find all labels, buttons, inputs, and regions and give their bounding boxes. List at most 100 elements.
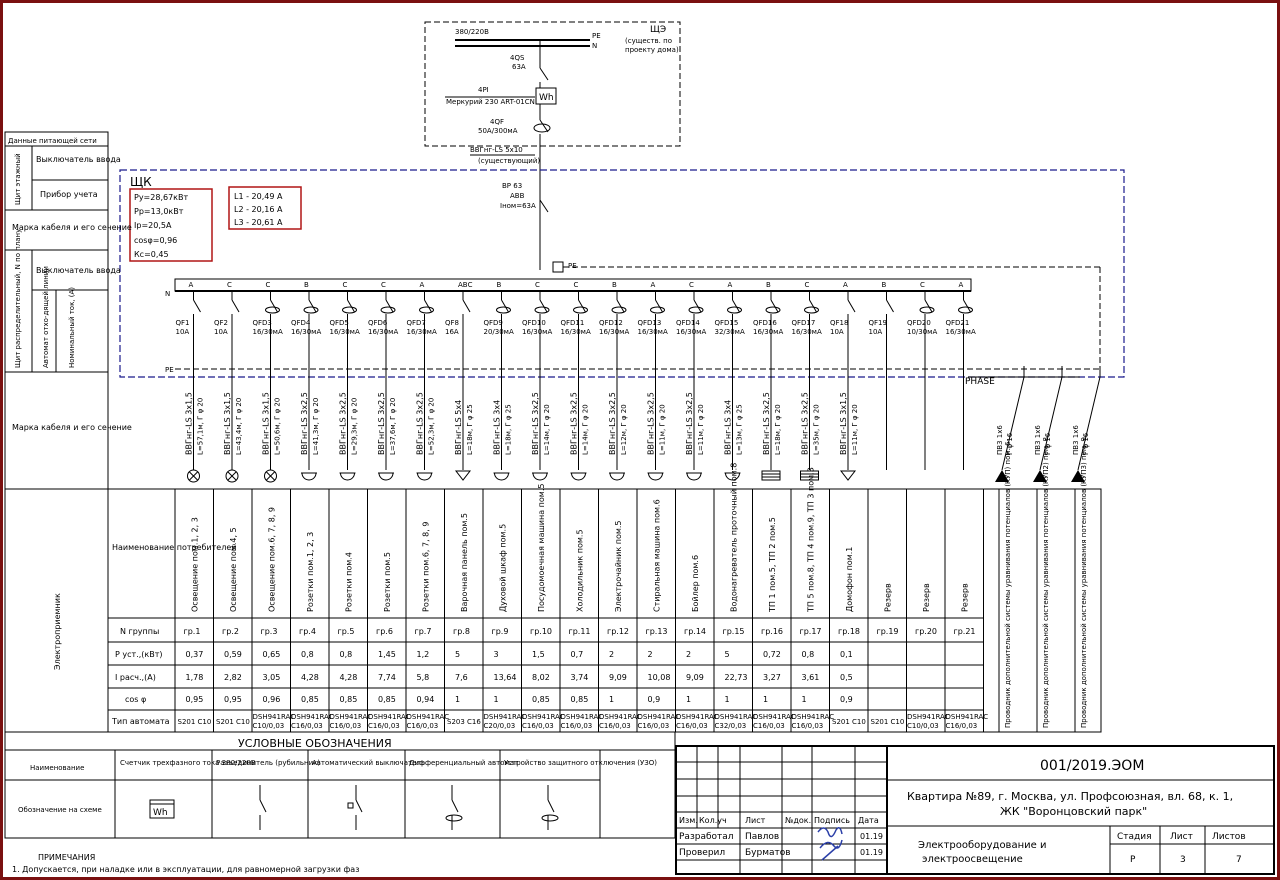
row-label-group: N группы	[120, 627, 159, 636]
consumer-group: гр.17	[800, 627, 822, 636]
phase-load-l3: L3 - 20,61 А	[234, 218, 283, 227]
stamp-code: 001/2019.ЭОМ	[1040, 758, 1144, 774]
stamp-h-list: Лист	[745, 816, 766, 825]
consumer-group: гр.3	[261, 627, 278, 636]
row-label-name: Наименование потребителей	[112, 543, 236, 552]
pe-bus-label: PE	[165, 366, 174, 374]
circuit-breaker-id: QFD21	[946, 319, 970, 327]
row-label-cos: cos φ	[125, 695, 146, 704]
legend-col-symbol: Обозначение на схеме	[18, 806, 102, 814]
circuit-cable: ВВГнг-LS 3х2,5	[531, 392, 540, 455]
consumer-cos: 1	[609, 695, 614, 704]
stamp-h-kol: Кол.уч	[699, 816, 727, 825]
circuit-cable: ВВГнг-LS 3х2,5	[762, 392, 771, 455]
circuit-cable-length: L=41,3м, Г φ 20	[312, 398, 320, 455]
circuit-breaker-rating: 20/30мА	[484, 328, 514, 336]
circuit-breaker-rating: 16/30мА	[561, 328, 591, 336]
consumer-group: гр.8	[453, 627, 470, 636]
circuit-breaker-id: QFD5	[330, 319, 349, 327]
consumer-cos: 1	[802, 695, 807, 704]
consumer-group: гр.4	[299, 627, 316, 636]
consumer-power: 3	[494, 650, 499, 659]
legend-col-name: Наименование	[30, 764, 84, 772]
legend-item-rcd: Устройство защитного отключения (УЗО)	[504, 759, 657, 767]
circuit-cable: ВВГнг-LS 3х2,5	[416, 392, 425, 455]
consumer-current: 5,8	[417, 673, 430, 682]
consumer-name: ТП 5 пом.8, ТП 4 пом.9, ТП 3 пом.3	[807, 467, 816, 613]
circuit-breaker-id: QFD11	[561, 319, 585, 327]
socket-icon	[648, 472, 663, 481]
circuit-cable-length: L=18м, Г φ 25	[466, 404, 474, 455]
circuit-breaker-id: QFD3	[253, 319, 272, 327]
consumer-cos: 0,85	[340, 695, 358, 704]
consumer-group: гр.16	[761, 627, 783, 636]
consumer-current: 22,73	[725, 673, 748, 682]
meter-model: Меркурий 230 ART-01CN	[446, 98, 535, 106]
circuit-cable-length: L=14м, Г φ 20	[582, 404, 590, 455]
circuit-cable: ВВГнг-LS 3х4	[724, 400, 733, 455]
consumer-breaker-type: S201 C10	[178, 718, 212, 726]
circuit-breaker-id: QF1	[176, 319, 190, 327]
circuit-phase-tag: В	[497, 281, 502, 289]
consumer-cos: 0,85	[378, 695, 396, 704]
consumer-group: гр.19	[877, 627, 899, 636]
consumer-cos: 0,85	[301, 695, 319, 704]
socket-icon	[686, 472, 702, 481]
calc-line-2: Pр=13,0кВт	[134, 207, 184, 216]
socket-icon	[609, 472, 625, 481]
consumer-cos: 0,95	[224, 695, 242, 704]
notes-line-1: 1. Допускается, при наладке или в эксплу…	[12, 865, 359, 874]
ground-icon	[995, 470, 1009, 482]
circuit-breaker-id: QFD17	[792, 319, 816, 327]
circuit-breaker-rating: 16/30мА	[368, 328, 398, 336]
consumer-power: 0,8	[802, 650, 815, 659]
supply-n: N	[592, 42, 597, 50]
socket-icon	[494, 472, 509, 481]
circuit-breaker-rating: 16/30мА	[599, 328, 629, 336]
consumer-name: Освещение пом.1, 2, 3	[191, 517, 200, 612]
consumer-name: Домофон пом.1	[845, 547, 854, 612]
consumer-group: гр.20	[915, 627, 937, 636]
consumer-cos: 0,85	[532, 695, 550, 704]
circuit-cable-length: L=13м, Г φ 25	[736, 404, 744, 455]
consumer-cos: 1	[763, 695, 768, 704]
circuit-breaker-id: QF18	[830, 319, 848, 327]
consumer-name: Розетки пом.1, 2, 3	[306, 532, 315, 612]
floor-board-label: Щит этажный	[14, 153, 22, 205]
consumer-name: Варочная панель пом.5	[460, 513, 469, 612]
circuit-cable-length: L=14м, Г φ 20	[543, 404, 551, 455]
appliance-icon	[839, 470, 857, 481]
circuit-phase-tag: С	[689, 281, 694, 289]
pe-cable: ПВ3 1х6	[996, 425, 1004, 455]
circuit-breaker-id: QFD12	[599, 319, 623, 327]
circuit-cable-length: L=50,6м, Г φ 20	[274, 398, 282, 455]
consumer-power: 1,5	[532, 650, 545, 659]
consumer-cos: 0,96	[263, 695, 281, 704]
circuit-cable-length: L=11м, Г φ 20	[697, 404, 705, 455]
lamp-icon	[225, 469, 239, 483]
circuit-cable: ВВГнг-LS 3х2,5	[377, 392, 386, 455]
circuit-breaker-id: QF8	[445, 319, 459, 327]
socket-icon	[725, 472, 740, 481]
circuit-cable: ВВГнг-LS 3х1,5	[185, 392, 194, 455]
qs1-rating: 63А	[512, 63, 526, 71]
circuit-breaker-rating: 16/30мА	[753, 328, 783, 336]
consumer-group: гр.15	[723, 627, 745, 636]
circuit-cable: ВВГнг-LS 5х4	[454, 400, 463, 455]
stamp-h-izm: Изм.	[679, 816, 698, 825]
pe-cable: ПВ3 1х6	[1034, 425, 1042, 455]
stamp-address-2: ЖК "Воронцовский парк"	[1000, 805, 1147, 818]
input-switch-label-2: Выключатель вводa	[36, 266, 121, 275]
n-bus-label: N	[165, 290, 170, 298]
calc-line-4: cosφ=0,96	[134, 236, 177, 245]
consumer-name: Освещение пом.4, 5	[229, 527, 238, 612]
